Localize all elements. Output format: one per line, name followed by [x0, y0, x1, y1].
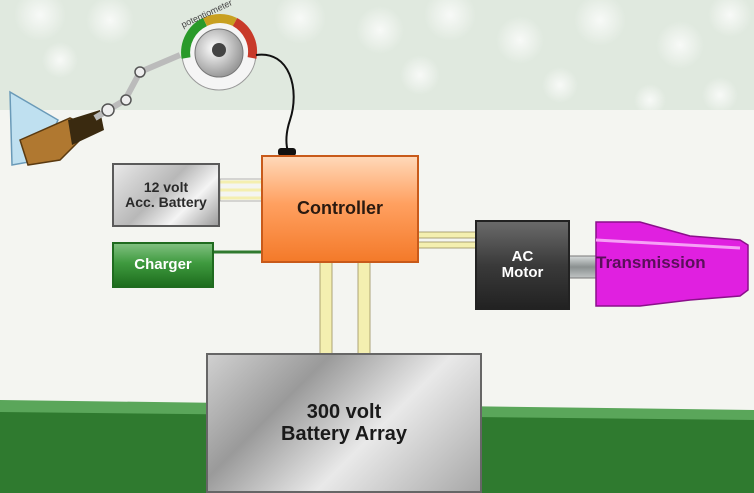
- potentiometer-icon: [181, 14, 296, 156]
- background-dot-pattern: [14, 0, 752, 116]
- charger-label: Charger: [134, 255, 192, 273]
- acc-battery-12v-box: 12 volt Acc. Battery: [112, 163, 220, 227]
- ac-motor-box: AC Motor: [475, 220, 570, 310]
- controller-box: Controller: [261, 155, 419, 263]
- transmission-highlight: [595, 238, 741, 250]
- charger-box: Charger: [112, 242, 214, 288]
- controller-label: Controller: [296, 198, 383, 219]
- acc-battery-12v-label: 12 volt Acc. Battery: [125, 178, 207, 210]
- accelerator-pedal-icon: [9, 52, 182, 166]
- ac-motor-label: AC Motor: [501, 247, 544, 281]
- transmission-label: Transmission: [596, 253, 706, 272]
- wire-12v-controller: [220, 180, 262, 200]
- battery-array-label: 300 volt Battery Array: [281, 401, 407, 445]
- battery-array-box: 300 volt Battery Array: [206, 353, 482, 493]
